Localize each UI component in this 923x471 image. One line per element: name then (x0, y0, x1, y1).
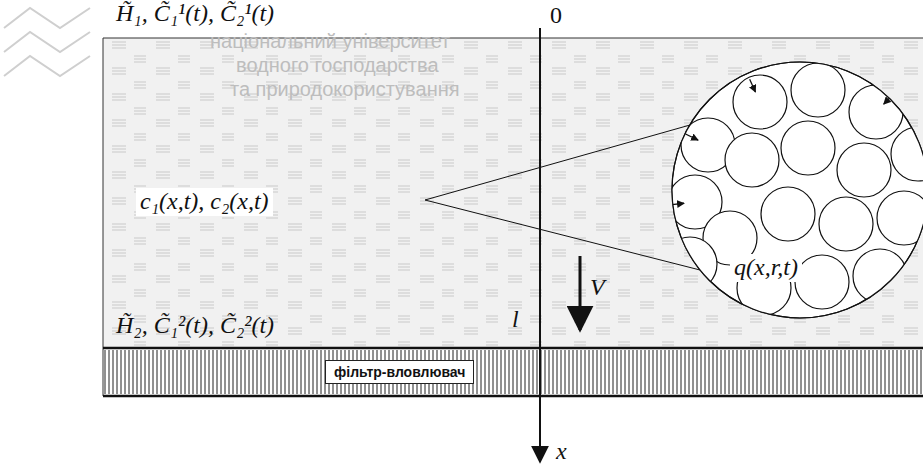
top-boundary-label: H̃₁, C̃₁¹(t), C̃₂¹(t) (116, 0, 274, 28)
magnified-grains-circle: q(x,r,t) (672, 62, 923, 318)
watermark: та природокористування (230, 78, 460, 101)
concentration-label: c₁(x,t), c₂(x,t) (136, 188, 273, 216)
bottom-boundary-label: H̃₂, C̃₁²(t), C̃₂²(t) (116, 312, 274, 340)
watermark: національний університет (210, 30, 450, 53)
grains (663, 63, 923, 315)
axis-origin: 0 (550, 2, 562, 30)
watermark: водного господарства (236, 54, 439, 77)
filter-band: фільтр-вловлювач (103, 350, 923, 394)
filter-hatching (103, 350, 923, 394)
zoom-lines (425, 125, 700, 270)
velocity-arrow (579, 256, 582, 330)
axis-label: x (556, 438, 567, 466)
porous-layer: c₁(x,t), c₂(x,t) q(x,r,t) (103, 38, 923, 348)
velocity-label: V (590, 274, 605, 302)
watermark-logo (4, 8, 90, 76)
adsorption-label: q(x,r,t) (730, 254, 802, 282)
layer-thickness-label: l (512, 306, 519, 334)
x-axis (539, 28, 541, 462)
filter-label: фільтр-вловлювач (325, 360, 474, 384)
